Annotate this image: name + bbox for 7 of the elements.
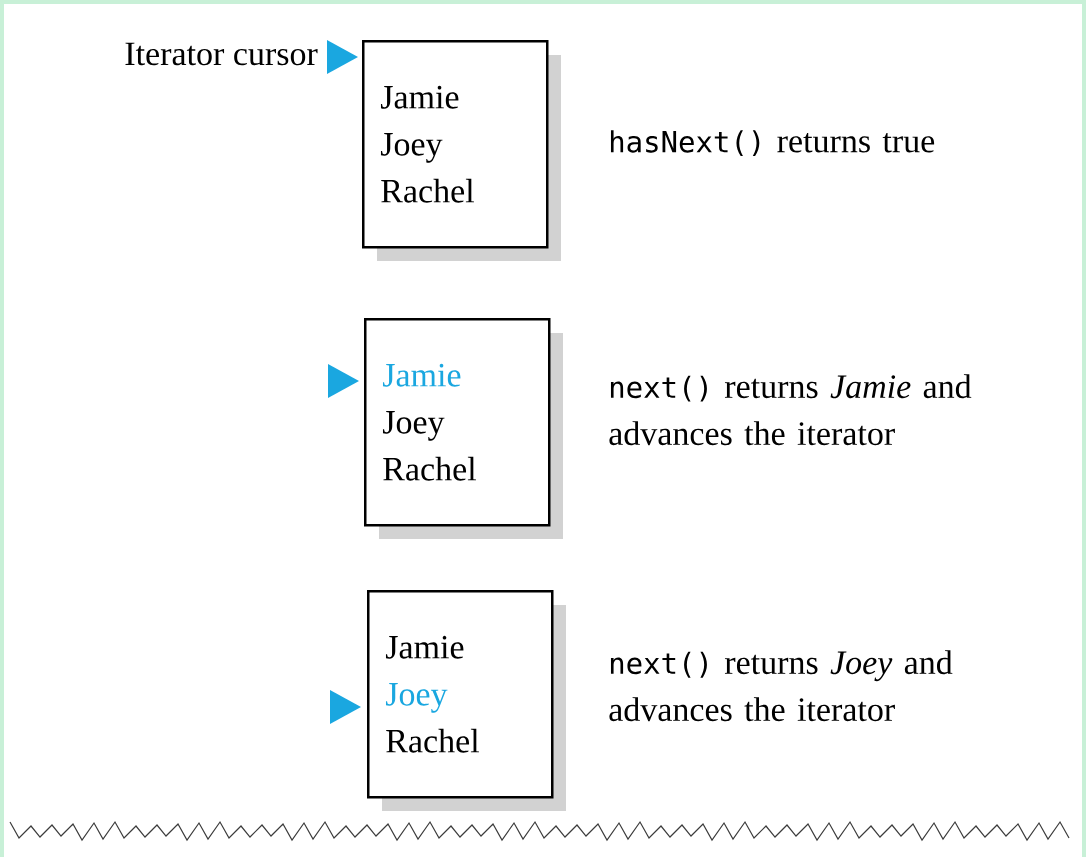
description-text: hasNext() returns true — [610, 130, 935, 157]
caption-text: Iterator cursor — [125, 42, 318, 66]
description-text: next() returns Jamie and advances the iterator — [609, 374, 972, 446]
list-box: Jamie Joey Rachel — [364, 318, 551, 527]
list-box: Jamie Joey Rachel — [367, 590, 554, 799]
description-text: next() returns Joey and advances the iterator — [609, 650, 953, 722]
list-box: Jamie Joey Rachel — [362, 40, 549, 249]
